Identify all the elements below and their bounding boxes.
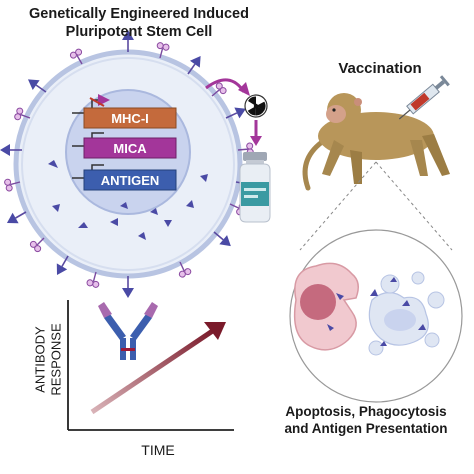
y-axis-label-line2: RESPONSE bbox=[48, 323, 64, 396]
syringe-icon bbox=[398, 75, 450, 120]
radiation-icon bbox=[244, 94, 268, 118]
gene-construct-antigen: ANTIGEN bbox=[72, 164, 177, 191]
cytoplasm-proteins bbox=[48, 160, 208, 240]
result-label-line2: and Antigen Presentation bbox=[284, 421, 448, 436]
x-axis-label: TIME bbox=[141, 442, 175, 458]
gene-construct-mica: MICA bbox=[72, 132, 177, 159]
gene-label-mica: MICA bbox=[113, 141, 147, 156]
trend-arrow bbox=[90, 327, 216, 415]
gene-label-mhc: MHC-I bbox=[111, 111, 149, 126]
figure-title-line1: Genetically Engineered Induced bbox=[29, 6, 249, 22]
macrophage-illustration bbox=[289, 229, 463, 403]
gene-label-antigen: ANTIGEN bbox=[101, 173, 160, 188]
zoom-line-right bbox=[375, 161, 453, 251]
y-axis-label-line1: ANTIBODY bbox=[32, 326, 48, 393]
gene-construct-mhc: MHC-I bbox=[72, 94, 177, 129]
zoom-line-left bbox=[299, 161, 377, 251]
antibody-icon bbox=[98, 302, 158, 360]
figure-title-line2: Pluripotent Stem Cell bbox=[65, 24, 213, 40]
antibody-response-graph bbox=[67, 300, 234, 431]
stem-cell: MHC-I MICA ANTIGEN bbox=[0, 29, 260, 299]
monkey-illustration bbox=[302, 93, 450, 191]
vaccination-label: Vaccination bbox=[338, 60, 422, 77]
vial-icon bbox=[239, 152, 271, 223]
result-label-line1: Apoptosis, Phagocytosis bbox=[285, 404, 447, 419]
